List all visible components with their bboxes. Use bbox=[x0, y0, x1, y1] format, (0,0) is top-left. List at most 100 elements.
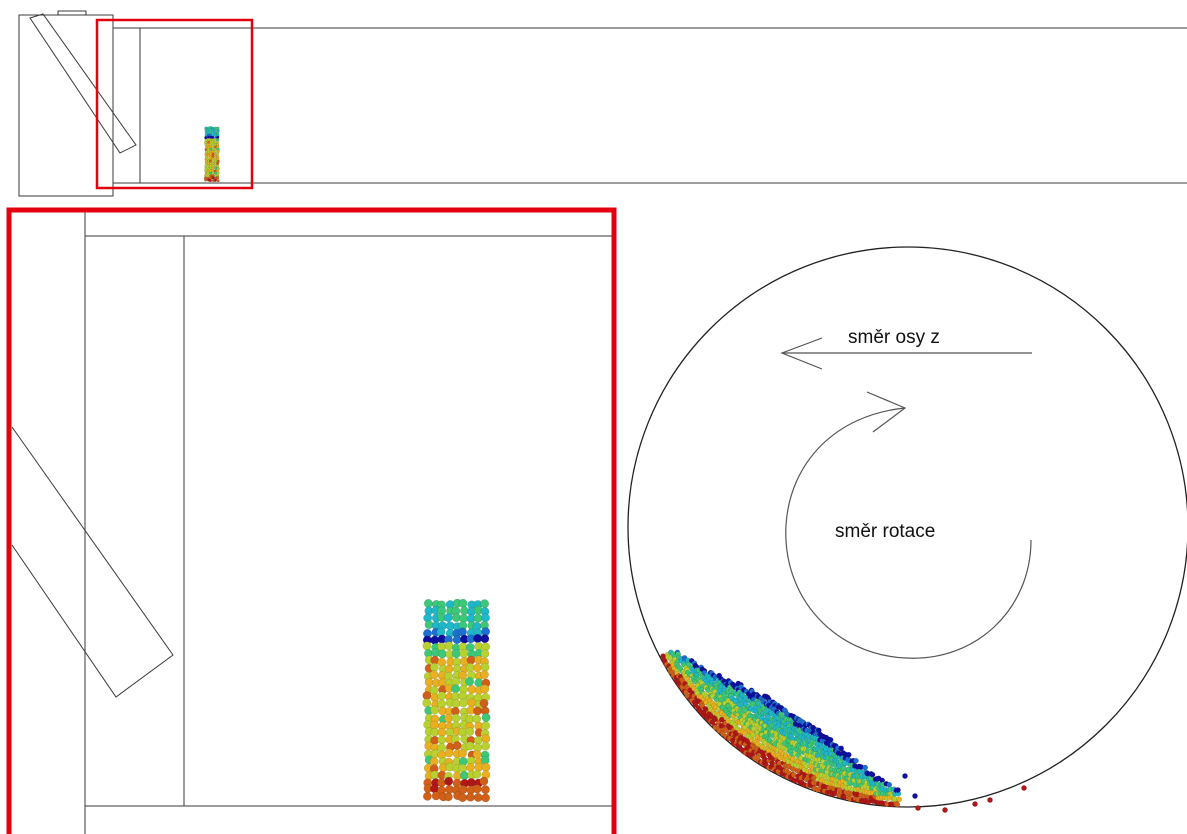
particle bbox=[206, 147, 210, 151]
particle bbox=[472, 750, 482, 759]
chute-outline bbox=[29, 13, 137, 154]
particle bbox=[481, 762, 491, 772]
particle bbox=[211, 176, 215, 180]
particle bbox=[869, 771, 876, 778]
particle bbox=[437, 691, 447, 701]
particle bbox=[481, 713, 491, 722]
particle bbox=[459, 698, 468, 708]
particle bbox=[480, 684, 490, 694]
particle bbox=[437, 728, 447, 737]
particle bbox=[451, 684, 460, 694]
particle bbox=[862, 764, 869, 771]
cross-section-particles bbox=[660, 649, 1027, 813]
particle bbox=[473, 793, 483, 802]
particle bbox=[458, 627, 467, 637]
particle bbox=[216, 138, 220, 142]
particle bbox=[846, 751, 852, 758]
particle bbox=[480, 670, 489, 679]
particle bbox=[896, 796, 903, 803]
particle bbox=[480, 785, 490, 794]
particle bbox=[481, 741, 490, 751]
particle bbox=[444, 748, 454, 758]
particle bbox=[443, 613, 453, 623]
particle bbox=[437, 735, 447, 745]
particle bbox=[213, 149, 217, 153]
particle bbox=[430, 705, 439, 715]
particle bbox=[431, 791, 441, 801]
particle bbox=[466, 763, 475, 772]
particle bbox=[444, 776, 454, 786]
particle bbox=[467, 685, 477, 694]
particle bbox=[886, 781, 893, 788]
particle bbox=[480, 634, 490, 644]
particle bbox=[216, 140, 220, 145]
particle bbox=[208, 178, 212, 183]
particle bbox=[467, 698, 477, 708]
overview-zoom-frame bbox=[95, 18, 254, 190]
particle bbox=[422, 691, 432, 700]
particle bbox=[480, 662, 490, 672]
particle bbox=[987, 797, 993, 803]
particle bbox=[429, 662, 439, 672]
particle bbox=[216, 176, 220, 180]
particle bbox=[838, 745, 845, 752]
particle bbox=[451, 713, 461, 723]
particle bbox=[895, 787, 901, 793]
zoom-chute-outline bbox=[11, 426, 174, 698]
particle bbox=[459, 649, 469, 658]
zoom-panel bbox=[11, 212, 612, 834]
overview-panel bbox=[18, 10, 1187, 197]
particle bbox=[444, 714, 453, 723]
left-arrow-icon bbox=[780, 337, 1032, 370]
particle bbox=[215, 152, 220, 156]
particle bbox=[752, 755, 758, 761]
particle bbox=[459, 771, 469, 780]
particle bbox=[465, 741, 475, 751]
particle bbox=[452, 741, 462, 750]
particle bbox=[692, 702, 699, 708]
particle bbox=[479, 698, 489, 708]
particle bbox=[423, 599, 433, 608]
particle bbox=[458, 749, 467, 758]
overview-particle-column bbox=[204, 126, 220, 183]
particle bbox=[206, 154, 211, 158]
particle bbox=[437, 778, 446, 788]
drum-circle bbox=[627, 246, 1187, 808]
particle bbox=[912, 793, 918, 799]
particle bbox=[216, 179, 220, 183]
particle bbox=[472, 714, 482, 724]
particle bbox=[481, 734, 491, 744]
particle bbox=[422, 791, 432, 801]
particle bbox=[206, 171, 210, 175]
particle bbox=[458, 793, 467, 803]
particle bbox=[853, 757, 859, 764]
particle bbox=[479, 776, 489, 786]
particle bbox=[481, 613, 490, 623]
particle bbox=[216, 161, 220, 166]
particle bbox=[216, 171, 220, 175]
particle bbox=[902, 773, 908, 779]
particle bbox=[451, 649, 461, 659]
particle bbox=[709, 719, 716, 725]
axis-direction-label: směr osy z bbox=[848, 327, 940, 348]
particle bbox=[429, 686, 439, 695]
particle bbox=[472, 663, 482, 673]
hopper-cap bbox=[57, 10, 87, 16]
particle bbox=[422, 698, 432, 708]
particle bbox=[480, 599, 489, 609]
drum-cross-section: směr osy z směr rotace bbox=[627, 246, 1187, 813]
particle bbox=[429, 670, 439, 680]
particle bbox=[972, 801, 978, 807]
particle bbox=[430, 784, 439, 794]
particle bbox=[481, 793, 490, 803]
particle bbox=[473, 613, 483, 623]
zoom-particle-column bbox=[422, 598, 491, 803]
particle bbox=[942, 807, 948, 813]
curved-arrow-icon bbox=[785, 391, 1032, 659]
particle bbox=[213, 128, 217, 132]
particle bbox=[473, 706, 482, 716]
particle bbox=[213, 178, 217, 182]
particle bbox=[458, 598, 468, 608]
particle bbox=[452, 635, 462, 645]
